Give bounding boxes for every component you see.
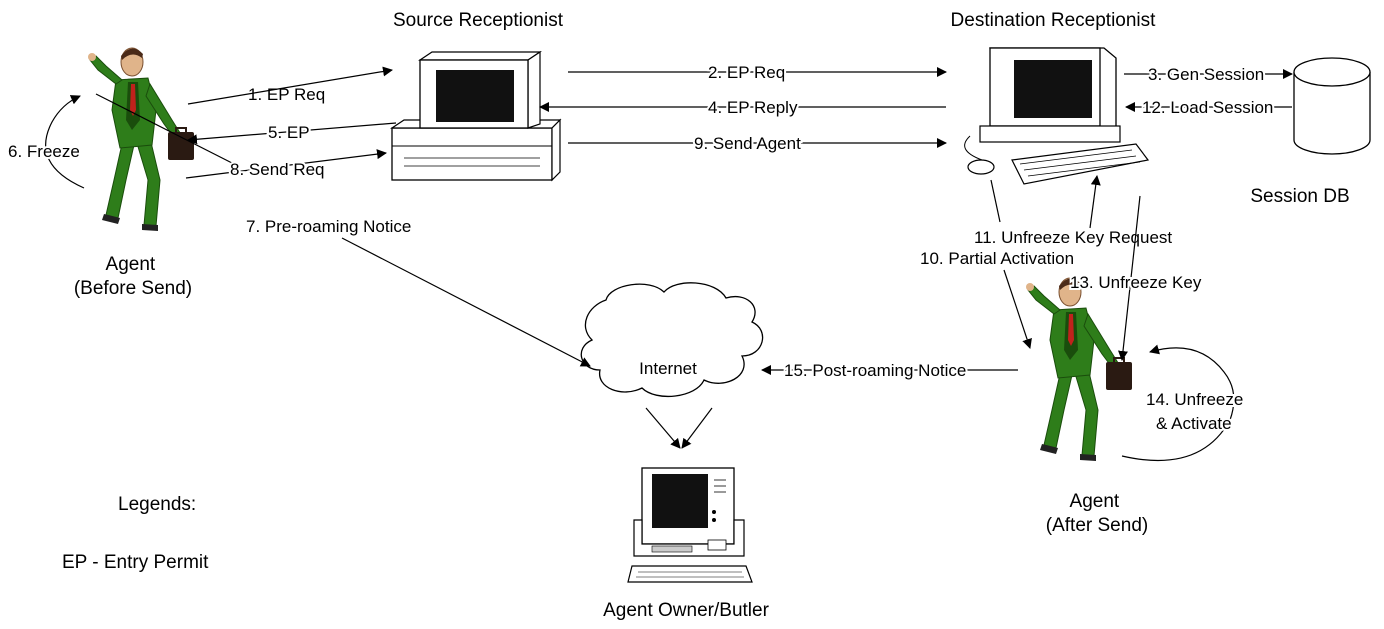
edge-10-arrow-line xyxy=(1003,269,1032,349)
edge-8-label: 8. Send Req xyxy=(230,160,325,179)
edge-5-label: 5. EP xyxy=(268,123,310,142)
edge-7-label: 7. Pre-roaming Notice xyxy=(246,217,411,236)
edge-3-label: 3. Gen Session xyxy=(1148,65,1264,84)
edge-10-label: 10. Partial Activation xyxy=(920,249,1074,268)
edge-4-label: 4. EP Reply xyxy=(708,98,798,117)
edge-8-diag-line xyxy=(95,93,233,164)
edge-1-line xyxy=(187,66,393,105)
internet-cloud-icon xyxy=(580,282,764,398)
internet-label: Internet xyxy=(639,359,697,378)
edge-9-label: 9. Send Agent xyxy=(694,134,801,153)
edge-11-line xyxy=(1089,175,1101,229)
edge-12-label: 12. Load Session xyxy=(1142,98,1273,117)
source-receptionist-label: Source Receptionist xyxy=(393,10,564,31)
legend-title: Legends: xyxy=(118,494,196,515)
agent-after-icon xyxy=(1025,277,1133,462)
source-computer-icon xyxy=(390,50,562,182)
owner-computer-icon xyxy=(627,467,753,583)
edge-5-line xyxy=(187,122,397,145)
destination-receptionist-label: Destination Receptionist xyxy=(951,10,1157,31)
agent-owner-label: Agent Owner/Butler xyxy=(603,600,769,621)
edge-2-label: 2. EP Req xyxy=(708,63,785,82)
agent-after-label: Agent (After Send) xyxy=(1046,491,1148,536)
edge-13-label: 13. Unfreeze Key xyxy=(1070,273,1202,292)
edge-10-line xyxy=(990,179,1001,223)
edge-11-label: 11. Unfreeze Key Request xyxy=(974,228,1172,247)
session-db-label: Session DB xyxy=(1250,186,1349,207)
edge-13-line xyxy=(1118,195,1141,361)
edge-6-line xyxy=(45,95,85,189)
session-db-icon xyxy=(1293,57,1371,155)
edge-14-label: 14. Unfreeze & Activate xyxy=(1146,390,1248,433)
destination-computer-icon xyxy=(964,47,1150,185)
edge-internet-owner-right xyxy=(681,407,713,449)
edge-internet-owner-left xyxy=(645,407,681,449)
agent-before-label: Agent (Before Send) xyxy=(74,254,192,299)
edge-7-line xyxy=(341,237,591,367)
edge-1-label: 1. EP Req xyxy=(248,85,325,104)
edge-14-line xyxy=(1121,344,1235,462)
edge-8-line xyxy=(185,149,387,179)
agent-before-icon xyxy=(87,47,195,232)
legend-entry: EP - Entry Permit xyxy=(62,552,209,573)
edge-6-label: 6. Freeze xyxy=(8,142,80,161)
edge-15-label: 15. Post-roaming Notice xyxy=(784,361,966,380)
